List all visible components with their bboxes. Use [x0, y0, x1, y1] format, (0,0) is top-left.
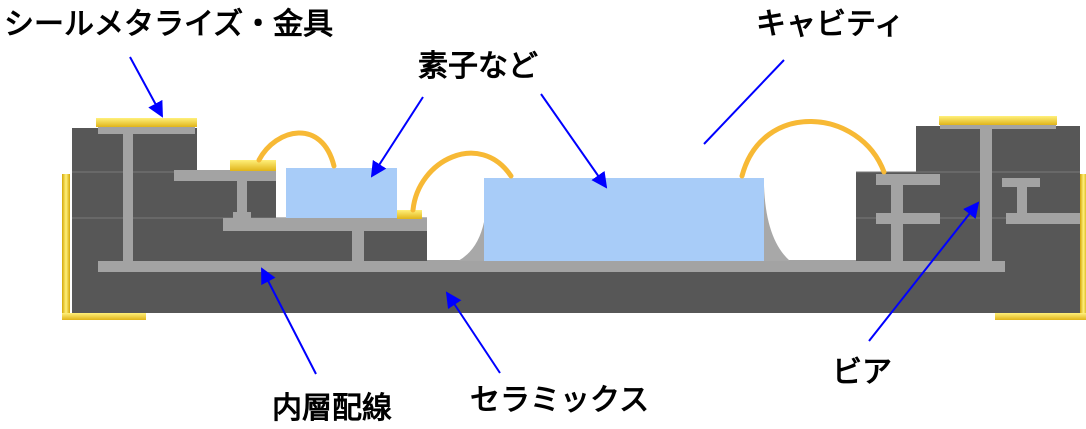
label-via: ビア: [832, 355, 892, 390]
inner-wiring-bottom: [98, 261, 1005, 272]
seal-metallize-top-left: [96, 118, 197, 127]
foot-pad-left: [62, 313, 146, 320]
right-wall-top: [916, 126, 1080, 174]
gold-pads: [62, 116, 1086, 320]
side-metal-right: [1080, 174, 1086, 317]
via-right-b: [891, 224, 903, 261]
via-right-c: [1017, 187, 1027, 215]
inner-wiring-right-upper: [876, 174, 940, 185]
inner-wiring-step: [223, 218, 427, 231]
via-left-mid: [237, 181, 247, 218]
left-wall-top: [72, 128, 197, 174]
bond-pad-under-die: [397, 210, 422, 219]
bond-wires: [256, 119, 887, 213]
via-left-tall: [123, 128, 133, 263]
die-attach-fillet-left: [458, 222, 484, 261]
via-right-cap: [940, 124, 1056, 129]
arrow-ceramics: [445, 291, 501, 374]
foot-pad-right: [995, 313, 1086, 320]
via-left-mid-foot: [233, 212, 251, 218]
label-inner-wiring: 内層配線: [272, 391, 392, 426]
die-attach-fillet-right: [764, 186, 790, 261]
arrow-element-large: [540, 93, 608, 189]
inner-wiring-right-far: [1006, 213, 1080, 224]
via-right-a: [891, 185, 903, 213]
seal-metallize-top-right: [939, 116, 1057, 125]
via-step: [352, 231, 364, 263]
arrow-element-small: [370, 96, 424, 178]
arrow-via: [868, 201, 980, 342]
label-cavity: キャビティ: [756, 7, 904, 42]
bond-wire-1: [256, 130, 337, 169]
via-left-cap: [98, 126, 195, 134]
bond-wire-3: [739, 119, 887, 179]
side-metal-left: [62, 174, 70, 317]
bond-wire-2: [410, 150, 514, 213]
bond-pad-left-step: [230, 160, 276, 171]
label-element: 素子など: [418, 49, 538, 84]
cavity-floor: [427, 260, 856, 264]
via-right-c-top: [1002, 178, 1040, 187]
label-ceramics: セラミックス: [470, 383, 649, 418]
arrow-seal-metallize: [129, 56, 163, 118]
large-die: [484, 178, 764, 261]
arrow-inner-wiring: [261, 267, 317, 375]
inner-wiring-left-mid: [174, 170, 276, 181]
via-right-tall: [980, 126, 992, 263]
small-die: [286, 168, 397, 218]
annotation-arrows: [129, 56, 980, 375]
inner-wiring-right-mid: [876, 213, 940, 224]
inner-wiring-and-vias: [98, 124, 1080, 272]
label-seal-metallize: シールメタライズ・金具: [4, 7, 333, 42]
cavity-pointer-line: [703, 59, 785, 145]
